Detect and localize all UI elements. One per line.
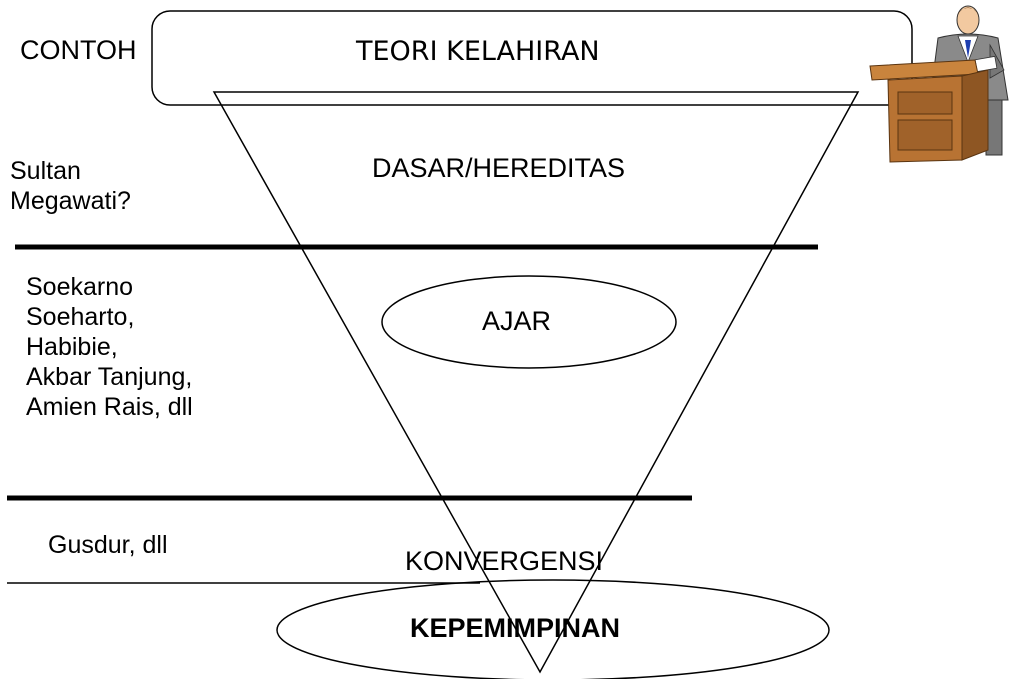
list-item: Amien Rais, dll	[26, 393, 193, 421]
list-item: Sultan	[10, 157, 81, 185]
level-ajar: AJAR	[482, 306, 552, 336]
title-teori-kelahiran: TEORI KELAHIRAN	[356, 36, 600, 67]
level-kepemimpinan: KEPEMIMPINAN	[410, 613, 621, 643]
examples-dasar: Sultan Megawati?	[10, 156, 131, 216]
title-box	[151, 10, 913, 106]
speaker-at-podium-icon	[869, 5, 1009, 163]
list-item: Megawati?	[10, 187, 131, 215]
level-dasar-hereditas: DASAR/HEREDITAS	[372, 153, 626, 183]
kepemimpinan-ellipse	[276, 579, 830, 679]
list-item: Habibie,	[26, 333, 118, 361]
list-item: Gusdur, dll	[48, 531, 168, 559]
examples-konvergensi: Gusdur, dll	[48, 530, 168, 560]
contoh-label: CONTOH	[20, 35, 137, 65]
list-item: Soeharto,	[26, 303, 135, 331]
examples-ajar: Soekarno Soeharto, Habibie, Akbar Tanjun…	[26, 272, 193, 422]
level-konvergensi: KONVERGENSI	[405, 546, 604, 576]
list-item: Akbar Tanjung,	[26, 363, 193, 391]
funnel-triangle	[212, 91, 860, 674]
ajar-ellipse	[381, 275, 677, 369]
list-item: Soekarno	[26, 273, 134, 301]
